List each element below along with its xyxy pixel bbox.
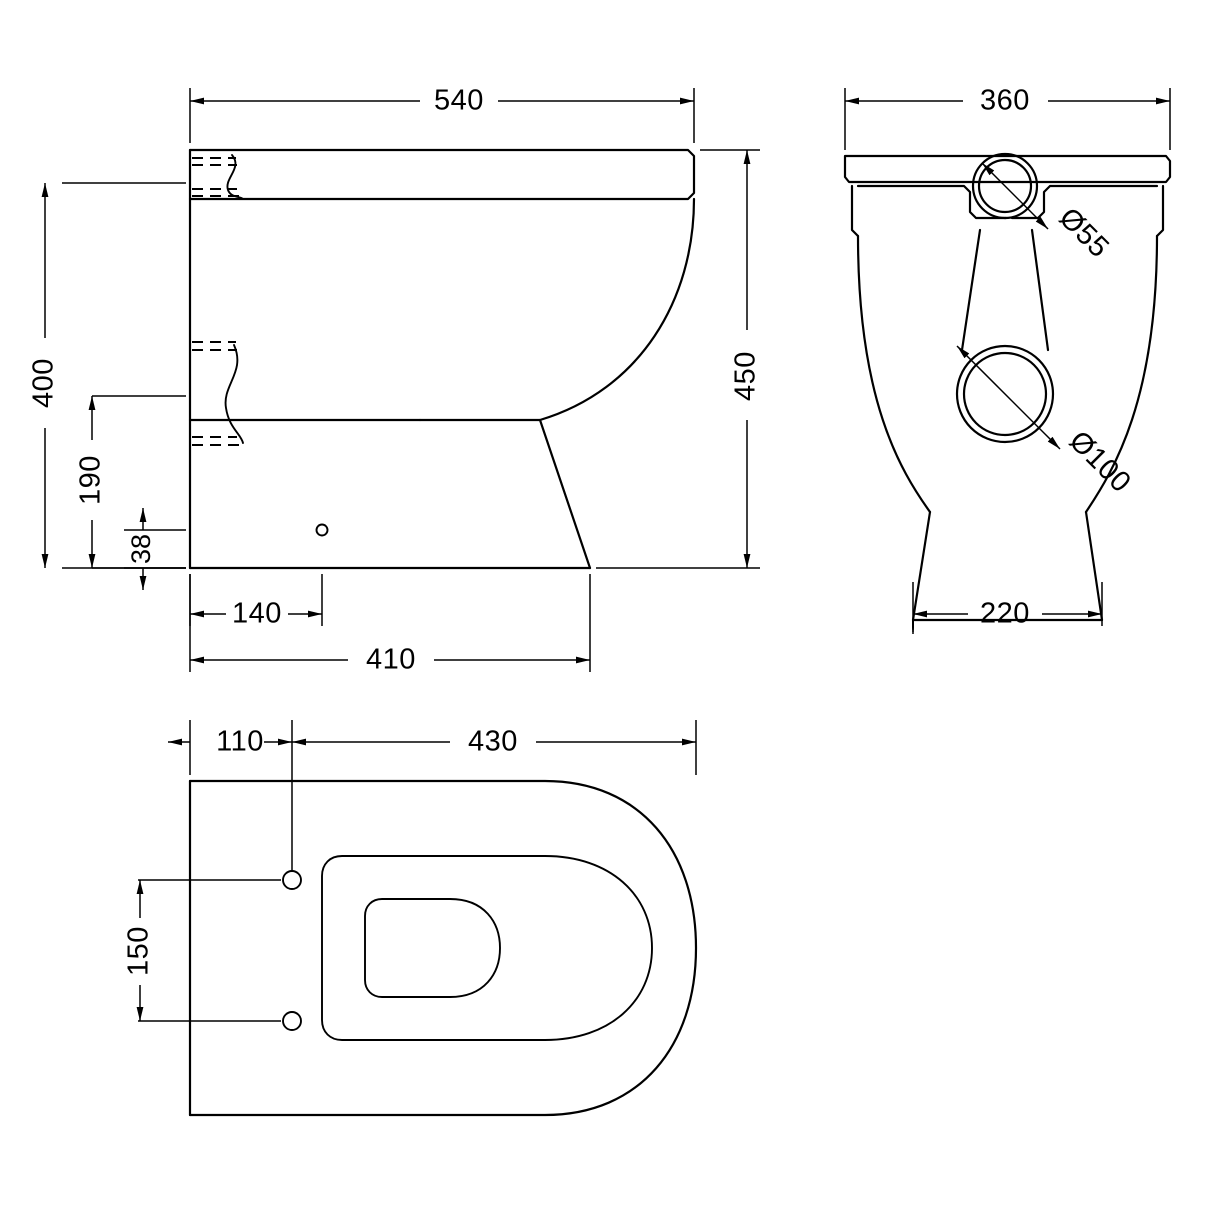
rear-elevation-view: Ø55 Ø100 360 — [843, 85, 1172, 634]
dimension-400: 400 — [28, 182, 186, 569]
side-elevation-view: 540 450 400 190 — [28, 85, 762, 676]
dimension-220-label: 220 — [980, 598, 1030, 630]
dimension-110-label: 110 — [216, 726, 264, 758]
dimension-450-label: 450 — [730, 351, 762, 401]
dimension-540-label: 540 — [434, 85, 484, 117]
dimension-220: 220 — [912, 582, 1103, 634]
dimension-dia55: Ø55 — [981, 162, 1115, 264]
break-symbol-lower — [192, 341, 244, 446]
dimension-dia55-label: Ø55 — [1053, 202, 1115, 264]
dimension-410-label: 410 — [366, 644, 416, 676]
dimension-110: 110 — [168, 720, 293, 871]
dimension-38-label: 38 — [126, 534, 156, 564]
plan-outline — [188, 779, 698, 1117]
dimension-410: 410 — [189, 574, 591, 676]
dimension-360: 360 — [844, 85, 1171, 150]
dimension-140: 140 — [189, 574, 323, 630]
dimension-450: 450 — [596, 149, 762, 569]
side-fixing-hole — [315, 523, 329, 537]
break-symbol-upper — [192, 154, 244, 200]
dimension-360-label: 360 — [980, 85, 1030, 117]
dimension-430: 430 — [292, 720, 697, 775]
dimension-400-label: 400 — [28, 358, 60, 408]
dimension-430-label: 430 — [468, 726, 518, 758]
dimension-38: 38 — [124, 508, 186, 590]
dimension-540: 540 — [189, 85, 695, 143]
plan-fixing-hole-lower — [282, 1011, 302, 1031]
dimension-190-label: 190 — [75, 455, 107, 505]
dimension-140-label: 140 — [232, 598, 282, 630]
side-elevation-outline — [188, 148, 696, 570]
rear-elevation-outline — [843, 154, 1172, 622]
plan-view: 110 430 150 — [123, 720, 698, 1117]
dimension-150: 150 — [123, 879, 281, 1022]
plan-fixing-hole-upper — [282, 870, 302, 890]
dimension-150-label: 150 — [123, 926, 155, 976]
